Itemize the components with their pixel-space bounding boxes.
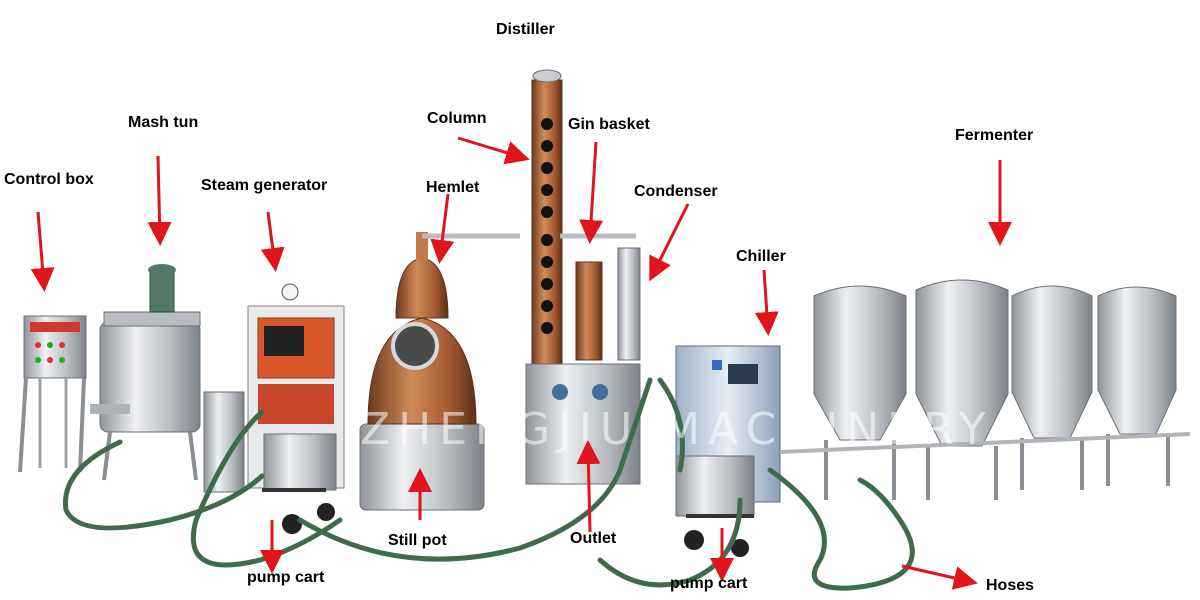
arrow-steam-generator [260, 211, 285, 272]
arrow-gin-basket [579, 141, 604, 244]
arrow-chiller [754, 269, 779, 336]
watermark: ZHENGJIU MACHINERY [360, 404, 994, 455]
label-hoses: Hoses [986, 577, 1035, 594]
label-distiller: Distiller [496, 21, 555, 38]
pump-cart-left-unit [262, 433, 337, 534]
arrow-outlet [576, 440, 601, 533]
hoses [62, 377, 915, 591]
label-steam-generator: Steam generator [201, 177, 328, 194]
label-control-box: Control box [4, 171, 94, 188]
mash-tun-unit [90, 264, 201, 481]
label-chiller: Chiller [736, 248, 786, 265]
label-mash-tun: Mash tun [128, 114, 199, 131]
column-unit [531, 69, 563, 381]
arrow-hoses [901, 564, 978, 590]
fermenter-tank-3 [1011, 285, 1093, 490]
label-hemlet: Hemlet [426, 179, 480, 196]
fermenter-tank-4 [1097, 286, 1177, 486]
arrow-condenser [649, 203, 690, 282]
control-box-unit [18, 315, 87, 473]
label-pump-cart-right: pump cart [670, 575, 748, 592]
arrow-column [457, 136, 530, 165]
label-pump-cart-left: pump cart [247, 569, 325, 586]
arrow-mash-tun [147, 155, 172, 246]
label-outlet: Outlet [570, 530, 617, 547]
still-pot-unit [359, 232, 520, 511]
label-condenser: Condenser [634, 183, 718, 200]
fermenter-tank-2 [915, 279, 1009, 500]
fermenter-tank-1 [813, 285, 907, 500]
arrow-control-box [30, 211, 55, 292]
arrow-hemlet [430, 193, 455, 264]
label-column: Column [427, 110, 487, 127]
label-gin-basket: Gin basket [568, 116, 650, 133]
label-fermenter: Fermenter [955, 127, 1034, 144]
label-still-pot: Still pot [388, 532, 447, 549]
fermenter-manifold-pipe [779, 432, 1191, 454]
